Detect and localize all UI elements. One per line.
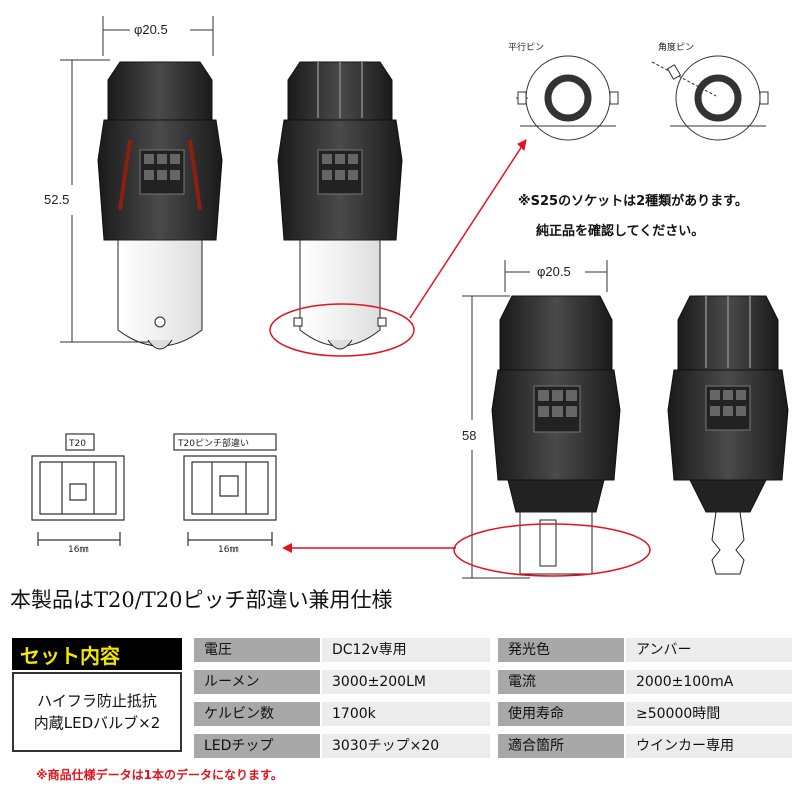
t20-highlight-ellipse bbox=[453, 523, 651, 577]
parallel-pin-label: 平行ピン bbox=[508, 41, 544, 53]
socket-arrow bbox=[409, 139, 527, 319]
spec-label-kelvin: ケルビン数 bbox=[194, 702, 320, 726]
spec-value-kelvin: 1700k bbox=[322, 702, 490, 726]
spec-label-lifespan: 使用寿命 bbox=[498, 702, 624, 726]
set-contents-box: ハイフラ防止抵抗 内蔵LEDバルブ×2 bbox=[12, 672, 182, 752]
spec-value-current: 2000±100mA bbox=[626, 670, 792, 694]
bottom-width-label: φ20.5 bbox=[537, 264, 571, 279]
socket-highlight-ellipse bbox=[269, 303, 415, 357]
t20-width-label: 16㎜ bbox=[68, 545, 88, 555]
socket-angled-pin bbox=[651, 55, 769, 141]
bottom-dimension-lines bbox=[462, 260, 608, 579]
socket-note-line1: ※S25のソケットは2種類があります。 bbox=[518, 194, 748, 209]
set-contents-line1: ハイフラ防止抵抗 bbox=[37, 692, 157, 710]
set-contents-title: セット内容 bbox=[12, 638, 182, 670]
spec-label-voltage: 電圧 bbox=[194, 638, 320, 662]
top-width-label: φ20.5 bbox=[134, 22, 168, 37]
angled-pin-label: 角度ピン bbox=[658, 41, 694, 53]
spec-label-color: 発光色 bbox=[498, 638, 624, 662]
socket-arrow-head bbox=[517, 139, 527, 152]
top-dimension-lines bbox=[60, 16, 214, 343]
compatibility-heading: 本製品はT20/T20ピッチ部違い兼用仕様 bbox=[10, 588, 393, 612]
bottom-height-label: 58 bbox=[462, 428, 476, 443]
footnote: ※商品仕様データは1本のデータになります。 bbox=[36, 768, 283, 782]
spec-label-current: 電流 bbox=[498, 670, 624, 694]
spec-label-fitment: 適合箇所 bbox=[498, 734, 624, 758]
spec-label-lumen: ルーメン bbox=[194, 670, 320, 694]
s25-bulb-front bbox=[97, 61, 223, 350]
t20-pitch-width-label: 16㎜ bbox=[218, 545, 238, 555]
socket-note-line2: 純正品を確認してください。 bbox=[536, 224, 705, 239]
spec-value-fitment: ウインカー専用 bbox=[626, 734, 792, 758]
t20-bulb-front bbox=[491, 295, 621, 575]
s25-bulb-side bbox=[277, 61, 403, 350]
set-contents-line2: 内蔵LEDバルブ×2 bbox=[33, 714, 161, 732]
t20-pitch-socket-diagram bbox=[173, 433, 277, 546]
socket-parallel-pin bbox=[516, 55, 619, 141]
t20-socket-diagram bbox=[31, 433, 125, 546]
t20-pitch-label: T20ピンチ部違い bbox=[177, 437, 249, 449]
t20-arrow-head bbox=[282, 543, 292, 553]
top-height-label: 52.5 bbox=[44, 192, 69, 207]
spec-label-led-chip: LEDチップ bbox=[194, 734, 320, 758]
t20-label: T20 bbox=[68, 439, 86, 449]
spec-value-led-chip: 3030チップ×20 bbox=[322, 734, 490, 758]
spec-value-lifespan: ≥50000時間 bbox=[626, 702, 792, 726]
spec-value-lumen: 3000±200LM bbox=[322, 670, 490, 694]
spec-value-color: アンバー bbox=[626, 638, 792, 662]
t20-bulb-side bbox=[667, 295, 789, 575]
spec-value-voltage: DC12v専用 bbox=[322, 638, 490, 662]
